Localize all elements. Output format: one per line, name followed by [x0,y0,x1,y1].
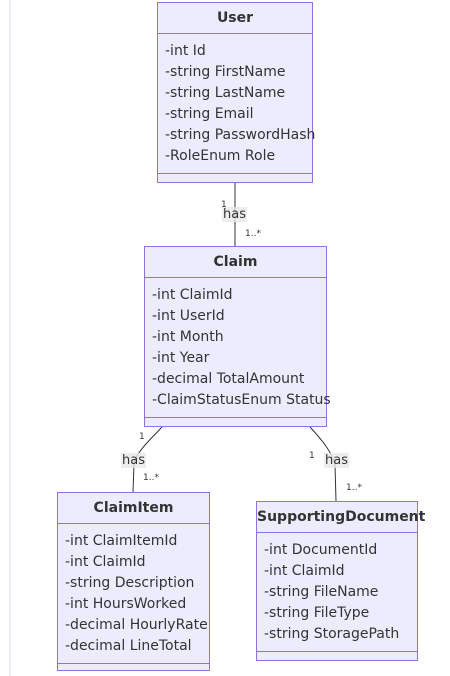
attribute: -int ClaimId [65,554,146,570]
attribute: -int UserId [152,308,225,324]
attribute: -int Year [152,350,210,366]
class-claimitem-attributes: -int ClaimItemId -int ClaimId -string De… [58,524,209,664]
attribute: -RoleEnum Role [165,148,276,164]
relation-user-claim-from-cardinality: 1 [221,200,227,210]
relation-claim-supportingdocument-from-cardinality: 1 [309,451,315,461]
attribute: -string FileType [264,605,370,621]
attribute: -decimal LineTotal [65,638,192,654]
relation-claim-supportingdocument-to-cardinality: 1..* [346,483,362,493]
class-user-attributes: -int Id -string FirstName -string LastNa… [158,34,316,174]
attribute: -string Description [65,575,195,591]
attribute: -string StoragePath [264,626,400,642]
class-claimitem[interactable]: ClaimItem -int ClaimItemId -int ClaimId … [57,492,210,671]
relation-user-claim-to-cardinality: 1..* [245,229,261,239]
attribute: -decimal TotalAmount [152,371,305,387]
class-supportingdocument[interactable]: SupportingDocument -int DocumentId -int … [256,501,425,661]
relation-claim-claimitem-label: has [121,453,146,468]
class-supportingdocument-name: SupportingDocument [257,502,425,533]
attribute: -int Month [152,329,224,345]
attribute: -string PasswordHash [165,127,316,143]
attribute: -int ClaimItemId [65,533,178,549]
relation-user-claim-label: has [222,207,247,222]
class-claim-attributes: -int ClaimId -int UserId -int Month -int… [145,278,331,418]
class-claim[interactable]: Claim -int ClaimId -int UserId -int Mont… [144,246,331,427]
class-user-name: User [158,3,312,34]
attribute: -string FirstName [165,64,286,80]
attribute: -int HoursWorked [65,596,187,612]
class-user[interactable]: User -int Id -string FirstName -string L… [157,2,316,183]
class-claimitem-name: ClaimItem [58,493,209,524]
class-supportingdocument-attributes: -int DocumentId -int ClaimId -string Fil… [257,533,417,652]
attribute: -string Email [165,106,254,122]
attribute: -int DocumentId [264,542,378,558]
relation-claim-claimitem-from-cardinality: 1 [139,432,145,442]
canvas-left-border [9,0,11,676]
relation-claim-claimitem-to-cardinality: 1..* [143,473,159,483]
attribute: -int Id [165,43,206,59]
attribute: -int ClaimId [264,563,345,579]
relation-claim-supportingdocument-label: has [324,453,349,468]
class-claim-name: Claim [145,247,326,278]
attribute: -int ClaimId [152,287,233,303]
attribute: -ClaimStatusEnum Status [152,392,331,408]
attribute: -string LastName [165,85,286,101]
attribute: -string FileName [264,584,379,600]
attribute: -decimal HourlyRate [65,617,208,633]
